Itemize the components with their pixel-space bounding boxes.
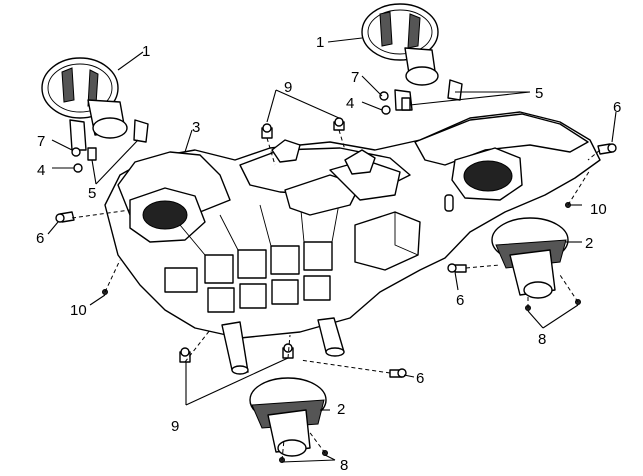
duct-grid xyxy=(164,159,401,313)
callout-1-right: 1 xyxy=(316,34,324,51)
callout-4-left: 4 xyxy=(37,162,45,179)
headlamp-top-right xyxy=(361,3,463,111)
callout-10-right: 10 xyxy=(590,201,607,218)
callout-6-right: 6 xyxy=(613,99,621,116)
callout-1-left: 1 xyxy=(142,43,150,60)
light-housing-assembly xyxy=(104,111,601,375)
callout-6-lower: 6 xyxy=(416,370,424,387)
callout-3: 3 xyxy=(192,119,200,136)
callout-8-right: 8 xyxy=(538,331,546,348)
callout-5-right: 5 xyxy=(535,85,543,102)
callout-7-left: 7 xyxy=(37,133,45,150)
callout-5-left: 5 xyxy=(88,185,96,202)
tail-lamp-right xyxy=(491,217,569,299)
tail-lamp-lower xyxy=(249,377,327,457)
callout-10-left: 10 xyxy=(70,302,87,319)
callout-6-left: 6 xyxy=(36,230,44,247)
leader-lines xyxy=(47,37,617,463)
callout-6-mid: 6 xyxy=(456,292,464,309)
callout-9-bottom: 9 xyxy=(171,418,179,435)
callout-9-top: 9 xyxy=(284,79,292,96)
headlamp-top-left xyxy=(41,57,149,151)
callout-2-lower: 2 xyxy=(337,401,345,418)
callout-labels: 1 1 2 2 3 4 4 5 5 6 6 6 6 7 7 8 8 9 9 10… xyxy=(36,34,621,474)
callout-8-lower: 8 xyxy=(340,457,348,474)
callout-2-right: 2 xyxy=(585,235,593,252)
callout-4-right: 4 xyxy=(346,95,354,112)
callout-7-right: 7 xyxy=(351,69,359,86)
